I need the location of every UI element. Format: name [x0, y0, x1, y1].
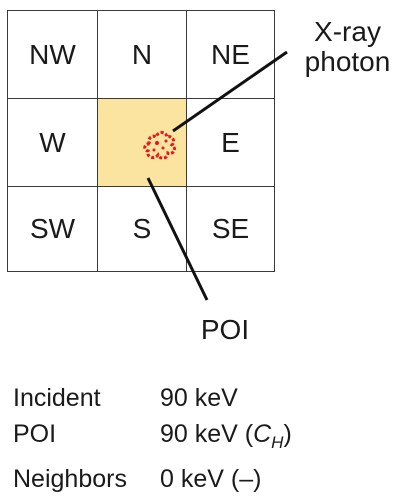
incident-value: 90 keV [160, 384, 238, 412]
cell-s: S [97, 186, 187, 272]
poi-label: POI [200, 314, 250, 345]
cell-se: SE [186, 186, 275, 272]
pixel-grid: NW N NE W E SW S SE [7, 10, 275, 272]
xray-photon-label-line2: photon [304, 46, 391, 77]
cell-sw: SW [7, 186, 98, 272]
cell-w: W [7, 98, 98, 187]
poi-value-suffix: ) [283, 420, 292, 448]
poi-row-label: POI [13, 420, 57, 448]
poi-value-prefix: 90 keV ( [160, 420, 254, 448]
xray-photon-label-line1: X-ray [314, 16, 381, 47]
cell-e: E [186, 98, 275, 187]
cell-n-label: N [131, 38, 153, 70]
neighbors-value: 0 keV (–) [160, 465, 262, 493]
cell-e-label: E [221, 126, 240, 158]
cell-n: N [97, 10, 187, 99]
poi-row: POI 90 keV (CH) [13, 416, 292, 461]
neighbors-label: Neighbors [13, 465, 127, 493]
cell-ne-label: NE [211, 38, 250, 70]
incident-row: Incident 90 keV [13, 380, 292, 416]
cell-center-poi [97, 98, 187, 187]
cell-s-label: S [132, 213, 152, 244]
cell-nw: NW [7, 10, 98, 99]
cell-se-label: SE [211, 213, 250, 244]
xray-photon-label: X-ray photon [290, 17, 405, 77]
cell-sw-label: SW [29, 213, 76, 244]
poi-value-symbol: C [253, 420, 272, 448]
cell-nw-label: NW [29, 38, 76, 70]
energy-summary: Incident 90 keV POI 90 keV (CH) Neighbor… [13, 380, 292, 497]
poi-value-subscript: H [271, 433, 284, 452]
neighbors-row: Neighbors 0 keV (–) [13, 461, 292, 497]
poi-value: 90 keV (CH) [160, 416, 292, 461]
cell-ne: NE [186, 10, 275, 99]
incident-label: Incident [13, 384, 101, 412]
cell-w-label: W [39, 126, 66, 158]
